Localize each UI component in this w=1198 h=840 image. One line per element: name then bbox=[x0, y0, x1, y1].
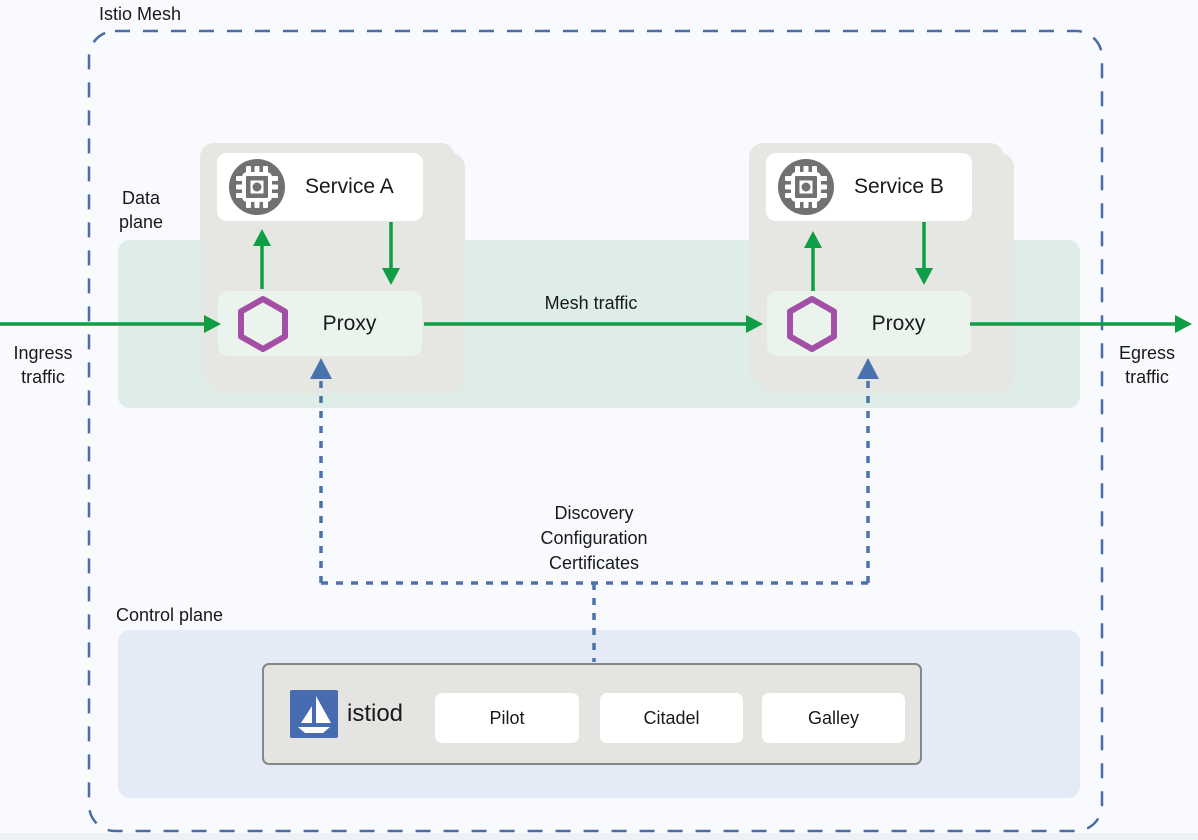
microchip-icon bbox=[229, 159, 285, 215]
envoy-hexagon-icon bbox=[238, 295, 288, 352]
istiod-box: istiod Pilot Citadel Galley bbox=[262, 663, 922, 765]
citadel-component: Citadel bbox=[600, 693, 743, 743]
pilot-label: Pilot bbox=[489, 707, 525, 728]
envoy-hexagon-icon bbox=[787, 295, 837, 352]
ingress-label-line1: Ingress bbox=[13, 343, 73, 363]
istio-mesh-title: Istio Mesh bbox=[99, 4, 182, 24]
proxy-label: Proxy bbox=[871, 311, 926, 335]
galley-label: Galley bbox=[807, 707, 860, 728]
ingress-traffic-label: Ingress traffic bbox=[0, 341, 86, 389]
service-name-label: Service A bbox=[305, 175, 394, 198]
service-b-card: Service B bbox=[766, 153, 972, 221]
service-b-workload-group: Service B Proxy bbox=[749, 143, 1004, 383]
data-plane-label: Data plane bbox=[98, 186, 184, 234]
citadel-label: Citadel bbox=[643, 707, 700, 728]
egress-label-line1: Egress bbox=[1118, 343, 1176, 363]
istiod-label: istiod bbox=[347, 700, 404, 727]
data-plane-label-line2: plane bbox=[118, 212, 164, 232]
connector-label-line3: Certificates bbox=[548, 553, 640, 573]
connector-label-line2: Configuration bbox=[540, 528, 648, 548]
service-b-proxy-card: Proxy bbox=[767, 291, 971, 356]
service-name-label: Service B bbox=[854, 175, 944, 198]
mesh-traffic-label: Mesh traffic bbox=[544, 293, 638, 313]
control-plane-label: Control plane bbox=[116, 605, 224, 625]
data-plane-label-line1: Data bbox=[121, 188, 161, 208]
microchip-icon bbox=[778, 159, 834, 215]
pilot-component: Pilot bbox=[435, 693, 579, 743]
galley-component: Galley bbox=[762, 693, 905, 743]
egress-traffic-label: Egress traffic bbox=[1102, 341, 1192, 389]
service-a-workload-group: Service A Proxy bbox=[200, 143, 455, 383]
proxy-label: Proxy bbox=[322, 311, 377, 335]
discovery-configuration-certificates-label: Discovery Configuration Certificates bbox=[498, 501, 690, 576]
istio-sailboat-icon bbox=[290, 690, 338, 738]
egress-arrowhead bbox=[1175, 315, 1192, 333]
connector-label-line1: Discovery bbox=[554, 503, 634, 523]
service-a-proxy-card: Proxy bbox=[218, 291, 422, 356]
page-bottom-edge bbox=[0, 833, 1198, 840]
service-a-card: Service A bbox=[217, 153, 423, 221]
ingress-label-line2: traffic bbox=[21, 367, 65, 387]
egress-label-line2: traffic bbox=[1125, 367, 1169, 387]
